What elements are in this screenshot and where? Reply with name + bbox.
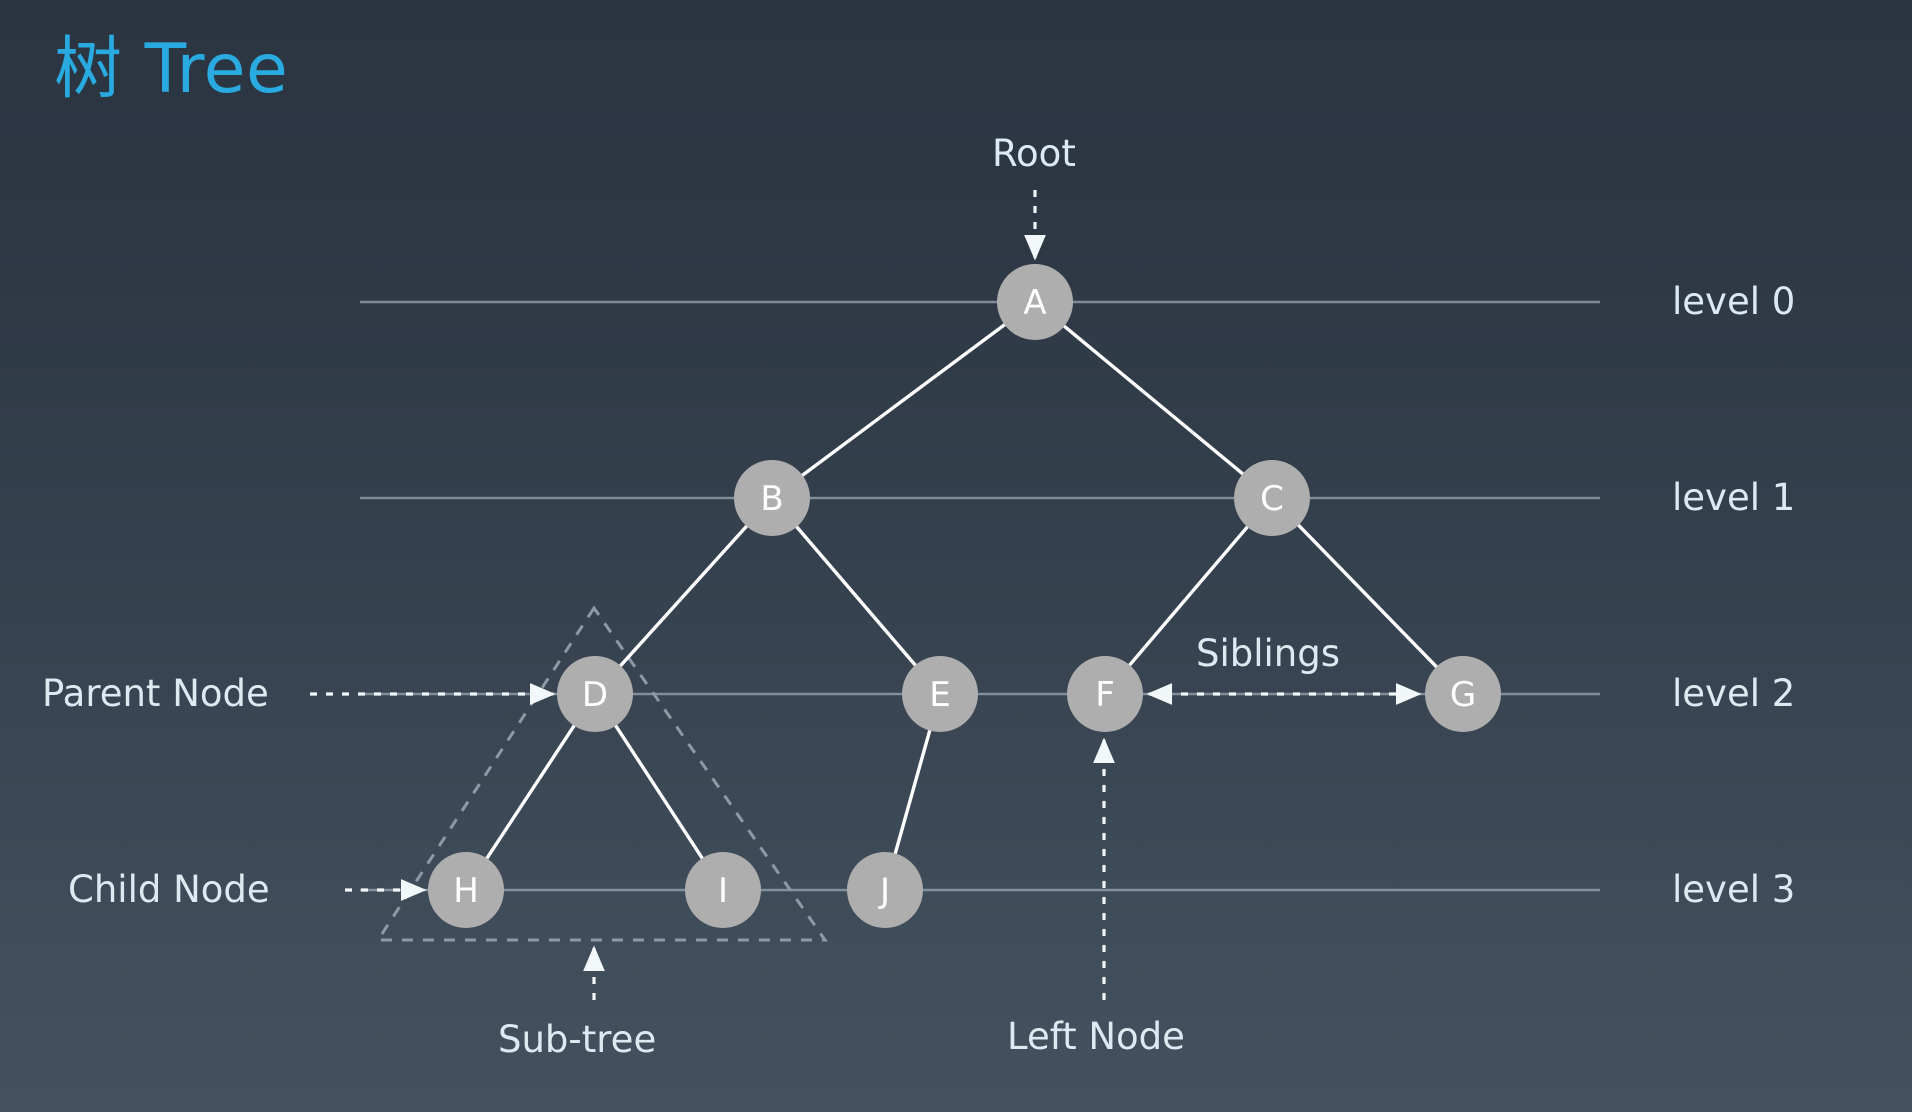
tree-edge-A-C (1062, 324, 1245, 476)
tree-node-h[interactable] (428, 852, 504, 928)
annotation-label-sub-tree: Sub-tree (498, 1018, 657, 1061)
annotation-label-left-node: Left Node (1007, 1015, 1185, 1058)
tree-edge-B-D (618, 524, 749, 668)
level-label-1: level 1 (1672, 476, 1796, 519)
level-label-2: level 2 (1672, 672, 1796, 715)
tree-edge-C-G (1296, 523, 1439, 669)
tree-node-e[interactable] (902, 656, 978, 732)
annotation-arrows-group (310, 190, 1422, 1000)
subtree-outline-group (375, 605, 828, 942)
annotation-label-siblings: Siblings (1196, 632, 1341, 675)
tree-node-i[interactable] (685, 852, 761, 928)
tree-node-g[interactable] (1425, 656, 1501, 732)
annotation-label-parent-node: Parent Node (42, 672, 269, 715)
level-lines-group (360, 300, 1600, 892)
tree-node-j[interactable] (847, 852, 923, 928)
tree-edge-D-H (485, 724, 576, 860)
annotation-label-child-node: Child Node (68, 868, 270, 911)
tree-edge-B-E (795, 525, 917, 667)
level-label-0: level 0 (1672, 280, 1796, 323)
subtree-outline-triangle (375, 605, 828, 942)
tree-node-d[interactable] (557, 656, 633, 732)
tree-node-b[interactable] (734, 460, 810, 536)
annotation-label-root: Root (992, 132, 1076, 175)
tree-nodes-group (428, 264, 1501, 928)
tree-node-f[interactable] (1067, 656, 1143, 732)
tree-edges-group (485, 323, 1439, 860)
tree-node-c[interactable] (1234, 460, 1310, 536)
tree-edge-A-B (800, 323, 1007, 477)
page-title: 树 Tree (54, 30, 289, 109)
tree-node-a[interactable] (997, 264, 1073, 340)
tree-edge-C-F (1127, 525, 1250, 667)
tree-edge-D-I (614, 724, 704, 860)
tree-edge-E-J (893, 728, 932, 856)
level-label-3: level 3 (1672, 868, 1796, 911)
